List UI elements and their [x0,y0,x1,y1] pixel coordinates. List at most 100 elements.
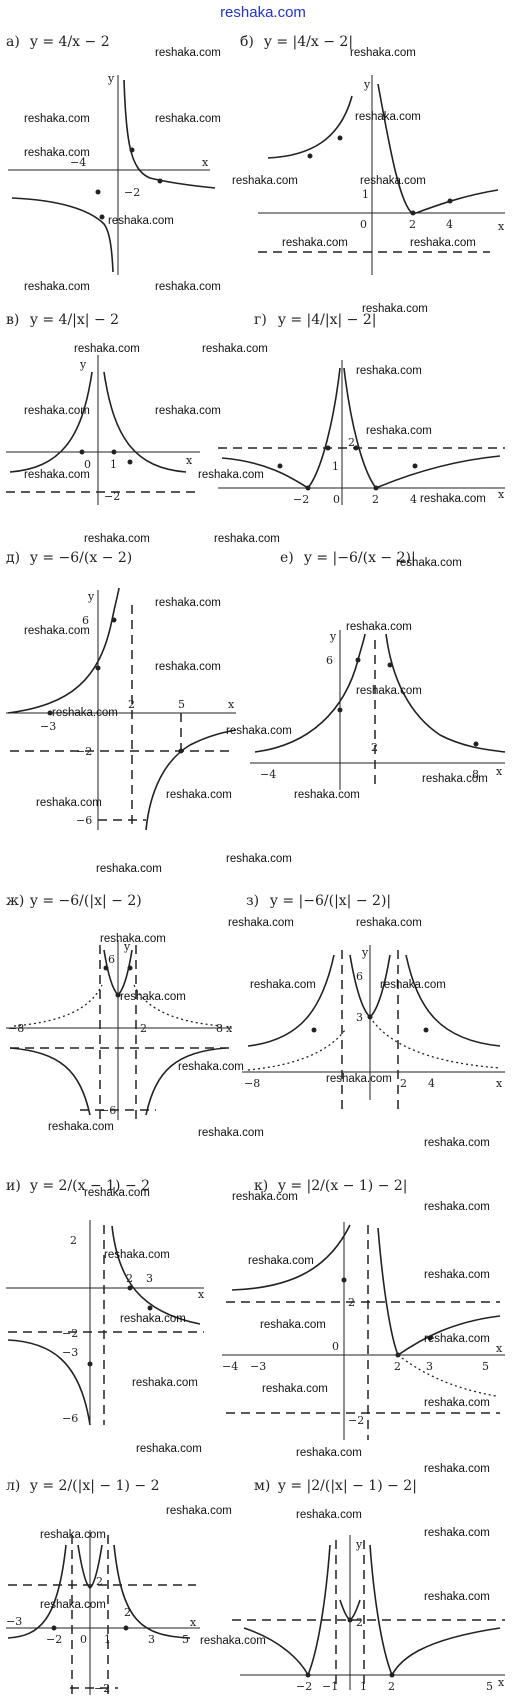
graph-b-tick-3: 4 [446,218,453,231]
graph-zh-tick-4: −6 [100,1104,116,1117]
watermark: reshaka.com [24,469,90,481]
graph-e: 6 2 −4 8 x y [250,630,506,790]
watermark: reshaka.com [296,1447,362,1459]
problem-m-letter: м) [254,1478,270,1494]
watermark: reshaka.com [24,625,90,637]
graph-m-tick-5: 5 [486,1680,493,1693]
watermark: reshaka.com [226,853,292,865]
problem-v-letter: в) [6,312,19,328]
graph-a-tick-1: −2 [124,186,140,199]
watermark-layer: reshaka.com reshaka.com reshaka.com resh… [24,47,490,1647]
graph-m-x-label: x [498,1676,505,1689]
watermark: reshaka.com [250,979,316,991]
graph-zh-y-label: y [123,940,131,953]
watermark: reshaka.com [424,1137,490,1149]
watermark: reshaka.com [200,1635,266,1647]
watermark: reshaka.com [346,621,412,633]
watermark: reshaka.com [326,1073,392,1085]
watermark: reshaka.com [260,1319,326,1331]
graph-m-tick-0: 2 [356,1616,363,1629]
graph-m-tick-4: 2 [388,1680,395,1693]
graph-k-x-label: x [496,1342,503,1355]
graph-a-x-label: x [202,156,209,169]
graph-g-tick-2: 1 [332,460,339,473]
watermark: reshaka.com [84,533,150,545]
graph-zh-tick-0: 6 [108,953,115,966]
graph-k-tick-4: 2 [394,1360,401,1373]
graph-zh: 6 −8 2 8 −6 x y [6,940,233,1120]
watermark: reshaka.com [100,933,166,945]
graph-b: 0 1 2 4 x y [258,75,505,275]
problem-zh-letter: ж) [6,893,24,909]
graph-b-tick-2: 2 [409,218,416,231]
graph-i-tick-3: −2 [62,1327,78,1340]
watermark: reshaka.com [422,773,488,785]
watermark: reshaka.com [294,789,360,801]
watermark: reshaka.com [424,1269,490,1281]
graph-d-x-label: x [228,698,235,711]
watermark: reshaka.com [424,1463,490,1475]
watermark: reshaka.com [166,1505,232,1517]
problem-e-formula: y = |−6/(x − 2)| [303,550,416,566]
graph-e-y-label: y [329,630,337,643]
watermark: reshaka.com [420,493,486,505]
watermark: reshaka.com [356,917,422,929]
graph-i-tick-1: 2 [126,1272,133,1285]
graph-v-x-label: x [186,454,193,467]
problem-v-formula: y = 4/|x| − 2 [29,312,119,328]
graph-e-tick-1: 2 [371,741,378,754]
watermark: reshaka.com [36,797,102,809]
problem-g-formula: y = |4/|x| − 2| [277,312,376,328]
graph-k: 2 0 −4 −3 2 3 5 −2 x [222,1222,505,1440]
watermark: reshaka.com [24,405,90,417]
graph-d-tick-3: −3 [40,720,56,733]
graph-v-tick-0: 0 [84,458,91,471]
graph-g-tick-0: −2 [293,493,309,506]
graph-zh-x-label: x [226,1022,233,1035]
graph-d-tick-5: −6 [76,814,92,827]
watermark: reshaka.com [136,1443,202,1455]
watermark: reshaka.com [120,991,186,1003]
problem-g-letter: г) [254,312,267,328]
watermark: reshaka.com [232,175,298,187]
graph-v-y-label: y [79,358,87,371]
watermark: reshaka.com [120,1313,186,1325]
watermark: reshaka.com [362,303,428,315]
problem-zh-formula: y = −6/(|x| − 2) [29,893,142,909]
graph-d: 6 2 5 −3 −2 −6 x y [6,587,237,831]
watermark: reshaka.com [104,1249,170,1261]
graph-l-tick-7: 5 [182,1633,189,1646]
graph-i-tick-5: −6 [62,1412,78,1425]
watermark: reshaka.com [226,725,292,737]
watermark: reshaka.com [84,1187,150,1199]
graph-z-y-label: y [361,946,369,959]
watermark: reshaka.com [52,707,118,719]
problem-l-formula: y = 2/(|x| − 1) − 2 [29,1478,160,1494]
graph-i-x-label: x [198,1288,205,1301]
graph-i: 2 2 3 −2 −3 −6 x [6,1220,205,1426]
graph-z: 6 3 −8 2 4 x y [242,945,505,1110]
watermark: reshaka.com [355,111,421,123]
watermark: reshaka.com [178,1061,244,1073]
watermark: reshaka.com [356,365,422,377]
graph-zh-tick-2: 2 [140,1022,147,1035]
problem-d-formula: y = −6/(x − 2) [29,550,132,566]
problem-z-formula: y = |−6/(|x| − 2)| [269,893,391,909]
watermark: reshaka.com [155,597,221,609]
watermark: reshaka.com [360,175,426,187]
graph-l-tick-5: 2 [124,1606,131,1619]
site-header-link[interactable]: reshaka.com [220,4,306,21]
graph-v-tick-2: −2 [104,490,120,503]
graph-z-tick-1: 3 [356,1011,363,1024]
watermark: reshaka.com [228,917,294,929]
graph-a: −4 −2 x y [8,72,216,275]
graph-m-tick-3: 1 [360,1680,367,1693]
graph-i-tick-2: 3 [146,1272,153,1285]
graph-m-tick-2: −1 [322,1680,338,1693]
watermark: reshaka.com [424,1591,490,1603]
problem-m-formula: y = |2/(|x| − 1) − 2| [277,1478,417,1494]
graph-l-tick-1: −3 [6,1615,22,1628]
watermark: reshaka.com [282,237,348,249]
graph-d-tick-1: 2 [128,698,135,711]
watermark: reshaka.com [424,1527,490,1539]
